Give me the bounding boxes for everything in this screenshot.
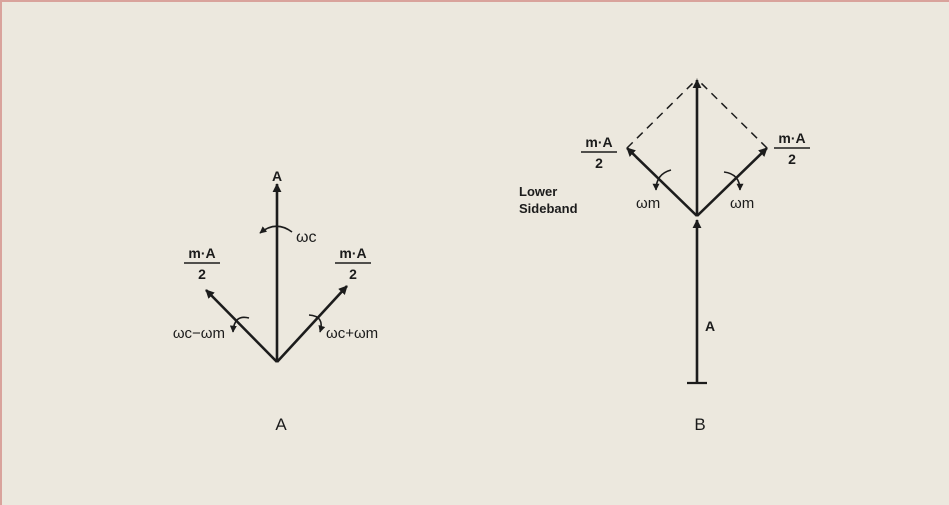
right-sideband-divisor-a: 2 xyxy=(349,266,357,282)
left-rotation-label-b: ωm xyxy=(636,195,660,212)
left-sideband-divisor-b: 2 xyxy=(595,155,603,171)
right-sideband-rotation-arrow-a xyxy=(308,314,326,333)
lower-sideband-title-line2: Sideband xyxy=(519,201,578,216)
dashed-completion-right-b xyxy=(696,78,768,149)
diagram-b: Lower Sideband m·A 2 ωm m·A 2 ωm A B xyxy=(519,78,810,434)
right-sideband-amplitude-a: m·A xyxy=(339,245,366,261)
left-rotation-arrow-b xyxy=(652,169,672,191)
right-sideband-amplitude-b: m·A xyxy=(778,130,805,146)
right-sideband-vector-b xyxy=(696,147,768,217)
left-sideband-amplitude-a: m·A xyxy=(188,245,215,261)
lower-sideband-title-line1: Lower xyxy=(519,184,557,199)
carrier-label-b: A xyxy=(705,318,715,334)
right-sideband-divisor-b: 2 xyxy=(788,151,796,167)
left-sideband-amplitude-b: m·A xyxy=(585,134,612,150)
panel-label-b: B xyxy=(694,415,705,434)
left-sideband-vector-a xyxy=(205,289,278,363)
dashed-completion-left-b xyxy=(626,78,698,149)
carrier-rotation-arrow-a xyxy=(259,225,293,234)
left-sideband-rotation-arrow-a xyxy=(229,316,250,333)
right-sideband-rotation-label-a: ωc+ωm xyxy=(326,325,378,342)
left-sideband-rotation-label-a: ωc−ωm xyxy=(173,325,225,342)
left-sideband-divisor-a: 2 xyxy=(198,266,206,282)
right-rotation-arrow-b xyxy=(723,171,744,191)
panel-label-a: A xyxy=(275,415,287,434)
right-sideband-vector-a xyxy=(276,285,348,363)
right-rotation-label-b: ωm xyxy=(730,195,754,212)
carrier-label-a: A xyxy=(272,168,282,184)
left-sideband-vector-b xyxy=(626,147,698,217)
carrier-rotation-label-a: ωc xyxy=(296,229,317,246)
diagram-a: A ωc m·A 2 ωc−ωm m·A 2 ωc+ωm A xyxy=(173,168,378,434)
